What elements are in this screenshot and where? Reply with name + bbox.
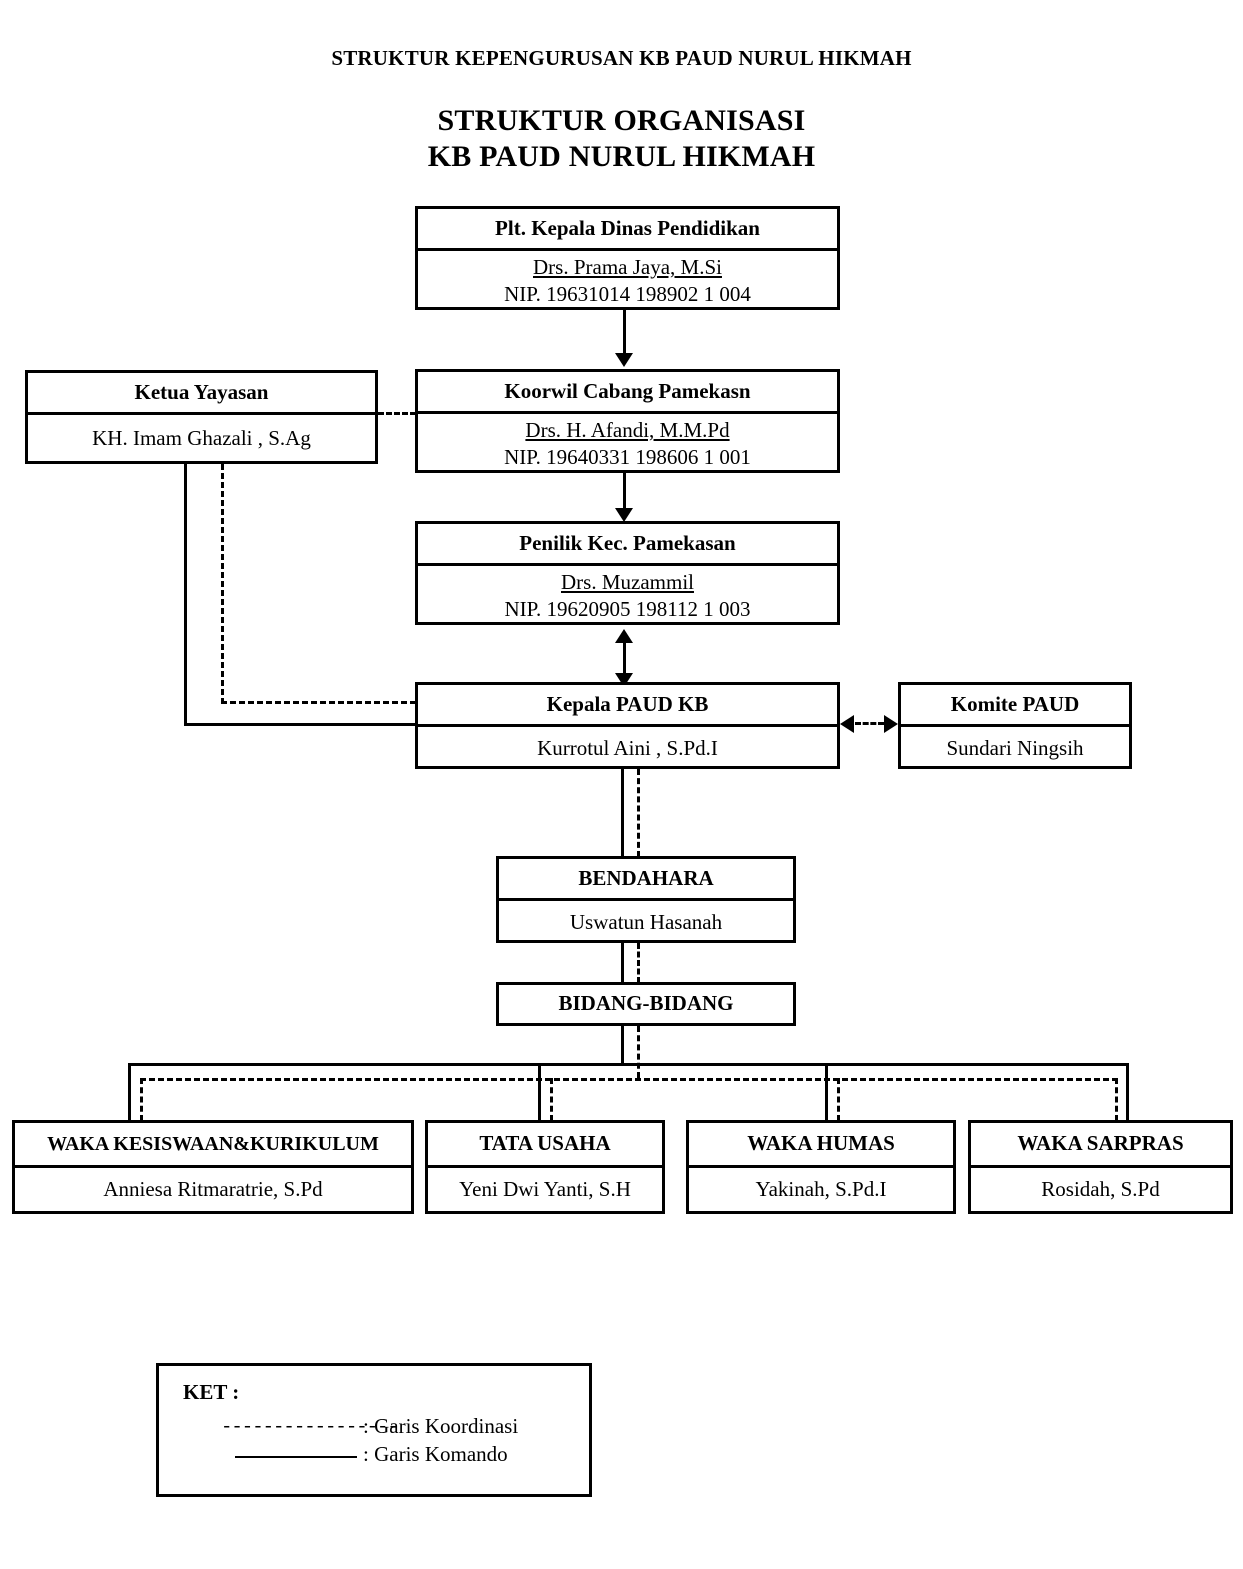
node-nip: NIP. 19631014 198902 1 004 (504, 281, 751, 306)
node-bidang-bidang[interactable]: BIDANG-BIDANG (496, 982, 796, 1026)
edge-komite-kepala-dashed (855, 722, 884, 725)
edge-kadis-koorwil-arrowhead (615, 353, 633, 367)
node-ketua-yayasan[interactable]: Ketua Yayasan KH. Imam Ghazali , S.Ag (25, 370, 378, 464)
edge-kadis-koorwil-line (623, 310, 626, 356)
drop-tatausaha-solid (538, 1063, 541, 1121)
node-title: Penilik Kec. Pamekasan (418, 524, 837, 566)
node-title: Ketua Yayasan (28, 373, 375, 415)
edge-komite-kepala-arrowhead-left (840, 715, 854, 733)
edge-koorwil-penilik-line (623, 473, 626, 511)
distribution-bus-dashed (140, 1078, 1118, 1081)
document-heading: STRUKTUR KEPENGURUSAN KB PAUD NURUL HIKM… (331, 46, 912, 70)
edge-kepala-bendahara-solid (621, 769, 624, 857)
distribution-bus-solid (128, 1063, 1129, 1066)
node-person-name: Sundari Ningsih (946, 735, 1084, 760)
node-body: Yeni Dwi Yanti, S.H (428, 1168, 662, 1211)
edge-penilik-kepala-line (623, 634, 626, 682)
node-nip: NIP. 19640331 198606 1 001 (504, 444, 751, 469)
node-penilik-kecamatan-pamekasan[interactable]: Penilik Kec. Pamekasan Drs. Muzammil NIP… (415, 521, 840, 625)
legend-title: KET : (183, 1380, 240, 1404)
node-person-name: Drs. Prama Jaya, M.Si (533, 255, 722, 280)
chart-title-line-2: KB PAUD NURUL HIKMAH (427, 140, 816, 173)
node-body: Drs. Muzammil NIP. 19620905 198112 1 003 (418, 566, 837, 625)
edge-yayasan-kepala-dashed-horizontal (221, 701, 416, 704)
node-body: Kurrotul Aini , S.Pd.I (418, 727, 837, 769)
legend-komando-separator: : (363, 1442, 375, 1466)
legend-dashed-sample: ----------------- (221, 1415, 399, 1438)
drop-sarpras-dashed (1115, 1078, 1118, 1121)
drop-tatausaha-dashed (550, 1078, 553, 1121)
node-kepala-dinas-pendidikan[interactable]: Plt. Kepala Dinas Pendidikan Drs. Prama … (415, 206, 840, 310)
node-title: WAKA SARPRAS (971, 1123, 1230, 1168)
node-title: Kepala PAUD KB (418, 685, 837, 727)
edge-penilik-kepala-arrowhead-up (615, 629, 633, 643)
node-koorwil-cabang-pamekasan[interactable]: Koorwil Cabang Pamekasn Drs. H. Afandi, … (415, 369, 840, 473)
node-title: Plt. Kepala Dinas Pendidikan (418, 209, 837, 251)
edge-bendahara-bidang-solid (621, 943, 624, 983)
node-person-name: Rosidah, S.Pd (1041, 1177, 1160, 1202)
node-title: Koorwil Cabang Pamekasn (418, 372, 837, 414)
node-bendahara[interactable]: BENDAHARA Uswatun Hasanah (496, 856, 796, 943)
edge-koorwil-penilik-arrowhead (615, 508, 633, 522)
node-person-name: Drs. Muzammil (561, 570, 694, 595)
node-title: BENDAHARA (499, 859, 793, 901)
node-person-name: KH. Imam Ghazali , S.Ag (92, 425, 311, 450)
drop-sarpras-solid (1126, 1063, 1129, 1121)
node-title: BIDANG-BIDANG (558, 991, 734, 1016)
legend-koordinasi-separator: : (363, 1414, 375, 1438)
legend-box: KET : ----------------- : Garis Koordina… (156, 1363, 592, 1497)
node-person-name: Yakinah, S.Pd.I (755, 1177, 887, 1202)
node-body: Yakinah, S.Pd.I (689, 1168, 953, 1211)
edge-yayasan-kepala-dashed-vertical (221, 464, 224, 704)
legend-koordinasi-label: Garis Koordinasi (374, 1414, 519, 1438)
node-body: Uswatun Hasanah (499, 901, 793, 943)
drop-humas-dashed (837, 1078, 840, 1121)
node-body: Rosidah, S.Pd (971, 1168, 1230, 1211)
legend-row-komando: : Garis Komando (221, 1442, 508, 1467)
node-body: Drs. H. Afandi, M.M.Pd NIP. 19640331 198… (418, 414, 837, 473)
node-body: KH. Imam Ghazali , S.Ag (28, 415, 375, 461)
node-title: WAKA HUMAS (689, 1123, 953, 1168)
node-body: Drs. Prama Jaya, M.Si NIP. 19631014 1989… (418, 251, 837, 310)
legend-komando-label: Garis Komando (374, 1442, 508, 1466)
node-title: TATA USAHA (428, 1123, 662, 1168)
drop-kesiswaan-solid (128, 1063, 131, 1121)
edge-yayasan-kepala-solid-vertical (184, 464, 187, 726)
chart-title-line-1: STRUKTUR ORGANISASI (437, 104, 806, 137)
node-waka-humas[interactable]: WAKA HUMAS Yakinah, S.Pd.I (686, 1120, 956, 1214)
node-person-name: Drs. H. Afandi, M.M.Pd (525, 418, 730, 443)
node-title: WAKA KESISWAAN&KURIKULUM (15, 1123, 411, 1168)
edge-bidang-bus-dashed (637, 1026, 640, 1078)
drop-kesiswaan-dashed (140, 1078, 143, 1121)
node-person-name: Kurrotul Aini , S.Pd.I (537, 735, 718, 760)
node-body: Anniesa Ritmaratrie, S.Pd (15, 1168, 411, 1211)
node-person-name: Uswatun Hasanah (569, 909, 723, 934)
node-title: Komite PAUD (901, 685, 1129, 727)
drop-humas-solid (825, 1063, 828, 1121)
edge-kepala-bendahara-dashed (637, 769, 640, 857)
edge-komite-kepala-arrowhead-right (884, 715, 898, 733)
node-kepala-paud-kb[interactable]: Kepala PAUD KB Kurrotul Aini , S.Pd.I (415, 682, 840, 769)
edge-bidang-bus-solid (621, 1026, 624, 1065)
edge-yayasan-kepala-solid-horizontal (184, 723, 417, 726)
node-tata-usaha[interactable]: TATA USAHA Yeni Dwi Yanti, S.H (425, 1120, 665, 1214)
node-waka-kesiswaan-kurikulum[interactable]: WAKA KESISWAAN&KURIKULUM Anniesa Ritmara… (12, 1120, 414, 1214)
legend-row-koordinasi: ----------------- : Garis Koordinasi (221, 1414, 518, 1439)
edge-bendahara-bidang-dashed (637, 943, 640, 983)
node-waka-sarpras[interactable]: WAKA SARPRAS Rosidah, S.Pd (968, 1120, 1233, 1214)
node-komite-paud[interactable]: Komite PAUD Sundari Ningsih (898, 682, 1132, 769)
node-person-name: Anniesa Ritmaratrie, S.Pd (103, 1177, 323, 1202)
node-body: Sundari Ningsih (901, 727, 1129, 769)
edge-yayasan-koorwil-dashed (378, 412, 416, 415)
node-person-name: Yeni Dwi Yanti, S.H (459, 1177, 631, 1202)
node-nip: NIP. 19620905 198112 1 003 (504, 596, 751, 621)
